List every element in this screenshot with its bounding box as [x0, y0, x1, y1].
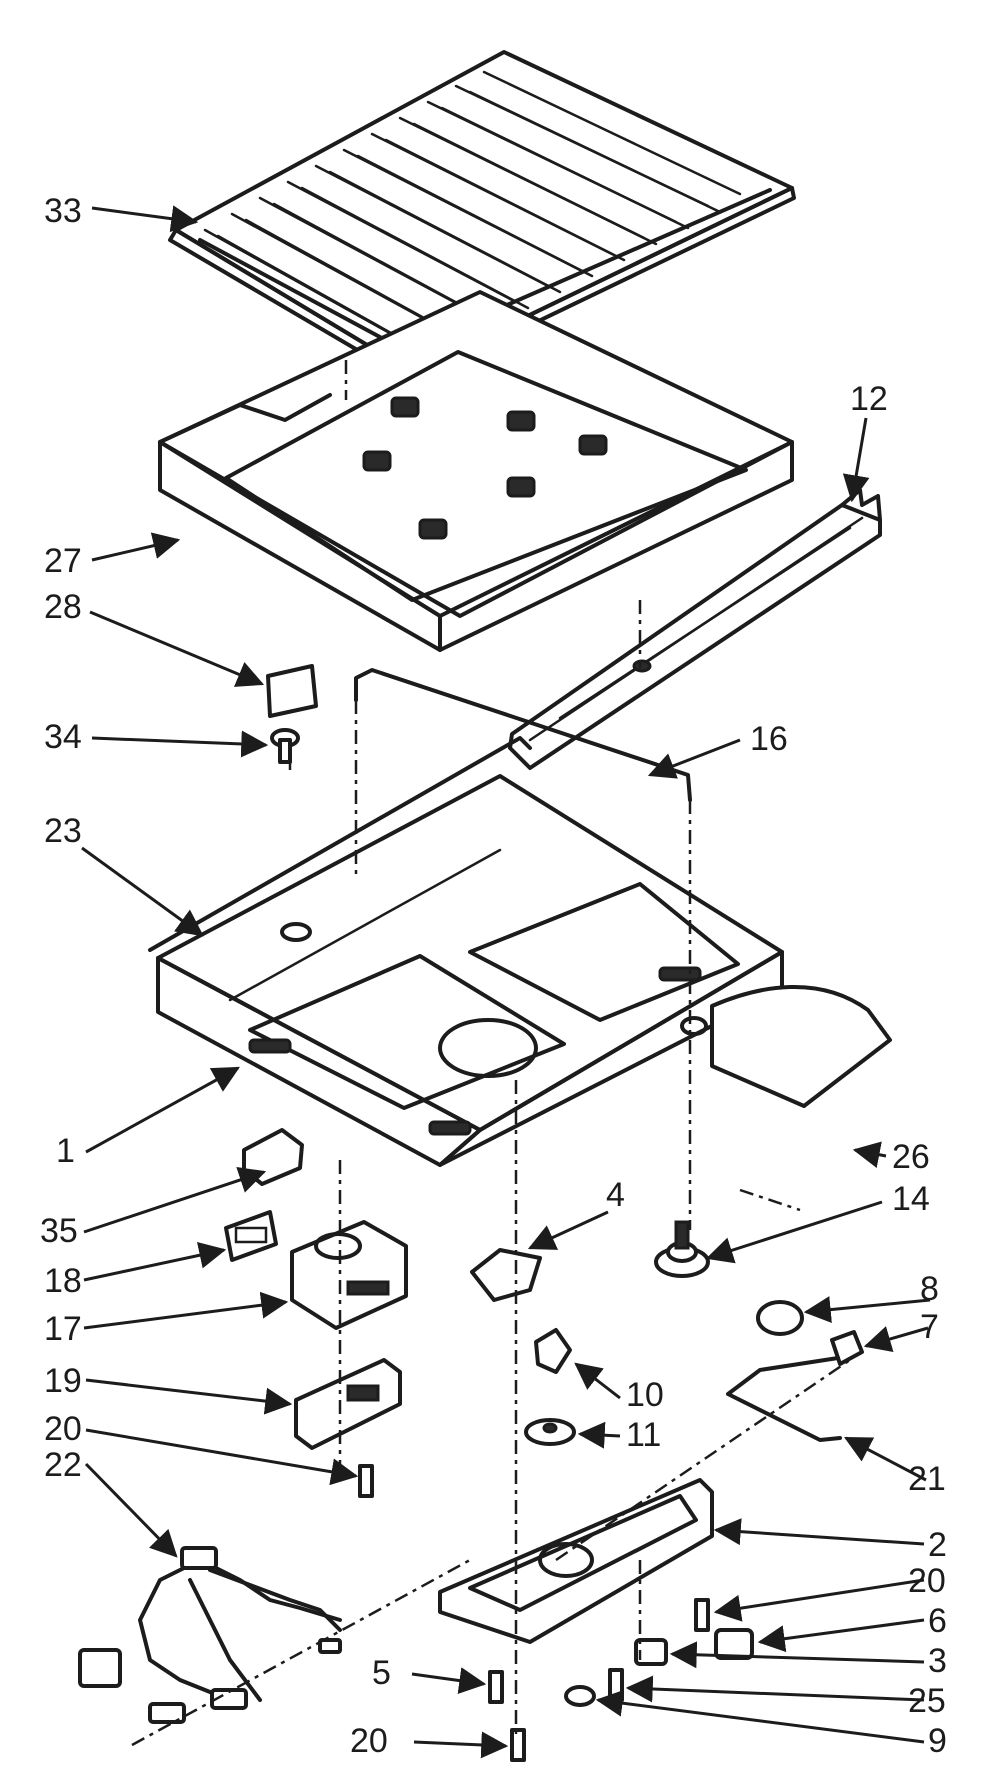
callout-5: 5 — [372, 1654, 391, 1692]
part-28-pad — [266, 664, 318, 718]
part-7-socket — [830, 1330, 864, 1366]
callout-2: 2 — [928, 1526, 947, 1564]
callout-19: 19 — [44, 1362, 82, 1400]
part-3-switch — [634, 1638, 668, 1666]
callout-16: 16 — [750, 720, 788, 758]
callout-26: 26 — [892, 1138, 930, 1176]
part-23-base-pan — [148, 736, 784, 1167]
part-17-housing — [290, 1220, 408, 1330]
callout-8: 8 — [920, 1270, 939, 1308]
callout-20-bottom: 20 — [350, 1722, 388, 1760]
callout-labels: 33 12 27 28 34 16 23 1 26 35 14 4 18 17 … — [40, 192, 947, 1760]
callout-1: 1 — [56, 1132, 75, 1170]
callout-20-bracket: 20 — [44, 1410, 82, 1448]
callout-6: 6 — [928, 1602, 947, 1640]
part-12-rail — [508, 488, 882, 770]
part-14-grommet — [654, 1220, 710, 1278]
part-16-tube — [354, 668, 692, 802]
callout-17: 17 — [44, 1310, 82, 1348]
callout-20-base: 20 — [908, 1562, 946, 1600]
part-8-bulb — [756, 1300, 804, 1336]
part-18-cover — [224, 1210, 278, 1262]
part-19-bracket — [294, 1358, 402, 1450]
part-6-switch — [714, 1628, 754, 1660]
callout-4: 4 — [606, 1176, 625, 1214]
part-21-wire — [726, 1356, 842, 1442]
callout-34: 34 — [44, 718, 82, 756]
callout-14: 14 — [892, 1180, 930, 1218]
callout-3: 3 — [928, 1642, 947, 1680]
callout-21: 21 — [908, 1460, 946, 1498]
callout-27: 27 — [44, 542, 82, 580]
part-33-grille — [168, 50, 796, 384]
callout-22: 22 — [44, 1446, 82, 1484]
part-26-insulation — [710, 985, 892, 1108]
part-4-thermostat — [470, 1248, 542, 1302]
callout-12: 12 — [850, 380, 888, 418]
part-34-screw — [270, 728, 300, 764]
assembly-lines — [131, 360, 851, 1747]
part-2-control-base — [438, 1478, 714, 1644]
callout-25: 25 — [908, 1682, 946, 1720]
callout-23: 23 — [44, 812, 82, 850]
part-10-switch — [534, 1328, 572, 1374]
callout-28: 28 — [44, 588, 82, 626]
callout-18: 18 — [44, 1262, 82, 1300]
callout-33: 33 — [44, 192, 82, 230]
callout-9: 9 — [928, 1722, 947, 1760]
callout-7: 7 — [920, 1308, 939, 1346]
callout-35: 35 — [40, 1212, 78, 1250]
callout-10: 10 — [626, 1376, 664, 1414]
callout-11: 11 — [626, 1416, 661, 1454]
part-9-plug — [564, 1685, 596, 1707]
part-27-frame — [158, 290, 794, 652]
leader-lines — [81, 205, 931, 1759]
part-11-knob — [524, 1418, 576, 1446]
part-22-wiring-harness — [78, 1546, 342, 1724]
